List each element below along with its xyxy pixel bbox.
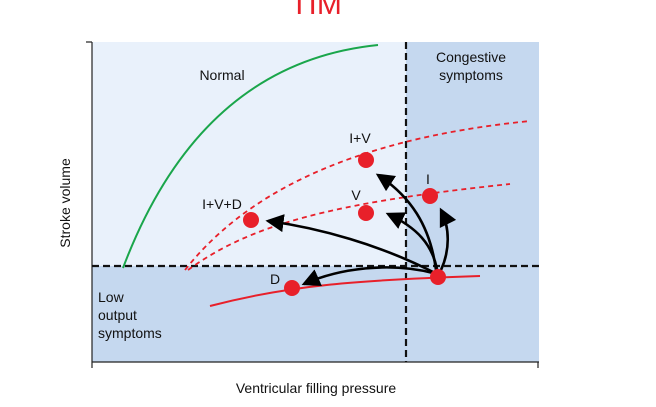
- failure-curve-dashed-upper: [184, 120, 531, 271]
- diagram-title: TIM: [290, 0, 342, 21]
- region-label-congestive-2: symptoms: [439, 67, 503, 83]
- point-i: [422, 188, 438, 204]
- point-label-i: I: [426, 171, 430, 187]
- point-v: [358, 205, 374, 221]
- failure-curve-dashed-lower: [187, 183, 511, 271]
- normal-curve: [122, 44, 379, 269]
- point-label-d: D: [270, 271, 280, 287]
- point-label-v: V: [351, 187, 361, 203]
- region-label-congestive-1: Congestive: [436, 49, 506, 65]
- point-start: [430, 269, 446, 285]
- point-ivd: [243, 212, 259, 228]
- region-label-low-output-1: Low: [98, 289, 125, 305]
- y-axis-label: Stroke volume: [57, 158, 73, 248]
- point-label-iv: I+V: [349, 130, 371, 146]
- arrow-to-v: [385, 212, 439, 270]
- congestive-region: [406, 42, 539, 266]
- point-iv: [358, 152, 374, 168]
- region-label-low-output-3: symptoms: [98, 325, 162, 341]
- arrow-to-ivd: [265, 214, 434, 274]
- region-label-low-output-2: output: [98, 307, 137, 323]
- region-label-normal: Normal: [199, 67, 244, 83]
- point-label-ivd: I+V+D: [202, 196, 242, 212]
- arrow-to-d: [301, 266, 434, 286]
- x-axis-label: Ventricular filling pressure: [236, 380, 397, 396]
- normal-region: [92, 42, 406, 266]
- point-d: [284, 280, 300, 296]
- arrow-to-i: [439, 207, 457, 271]
